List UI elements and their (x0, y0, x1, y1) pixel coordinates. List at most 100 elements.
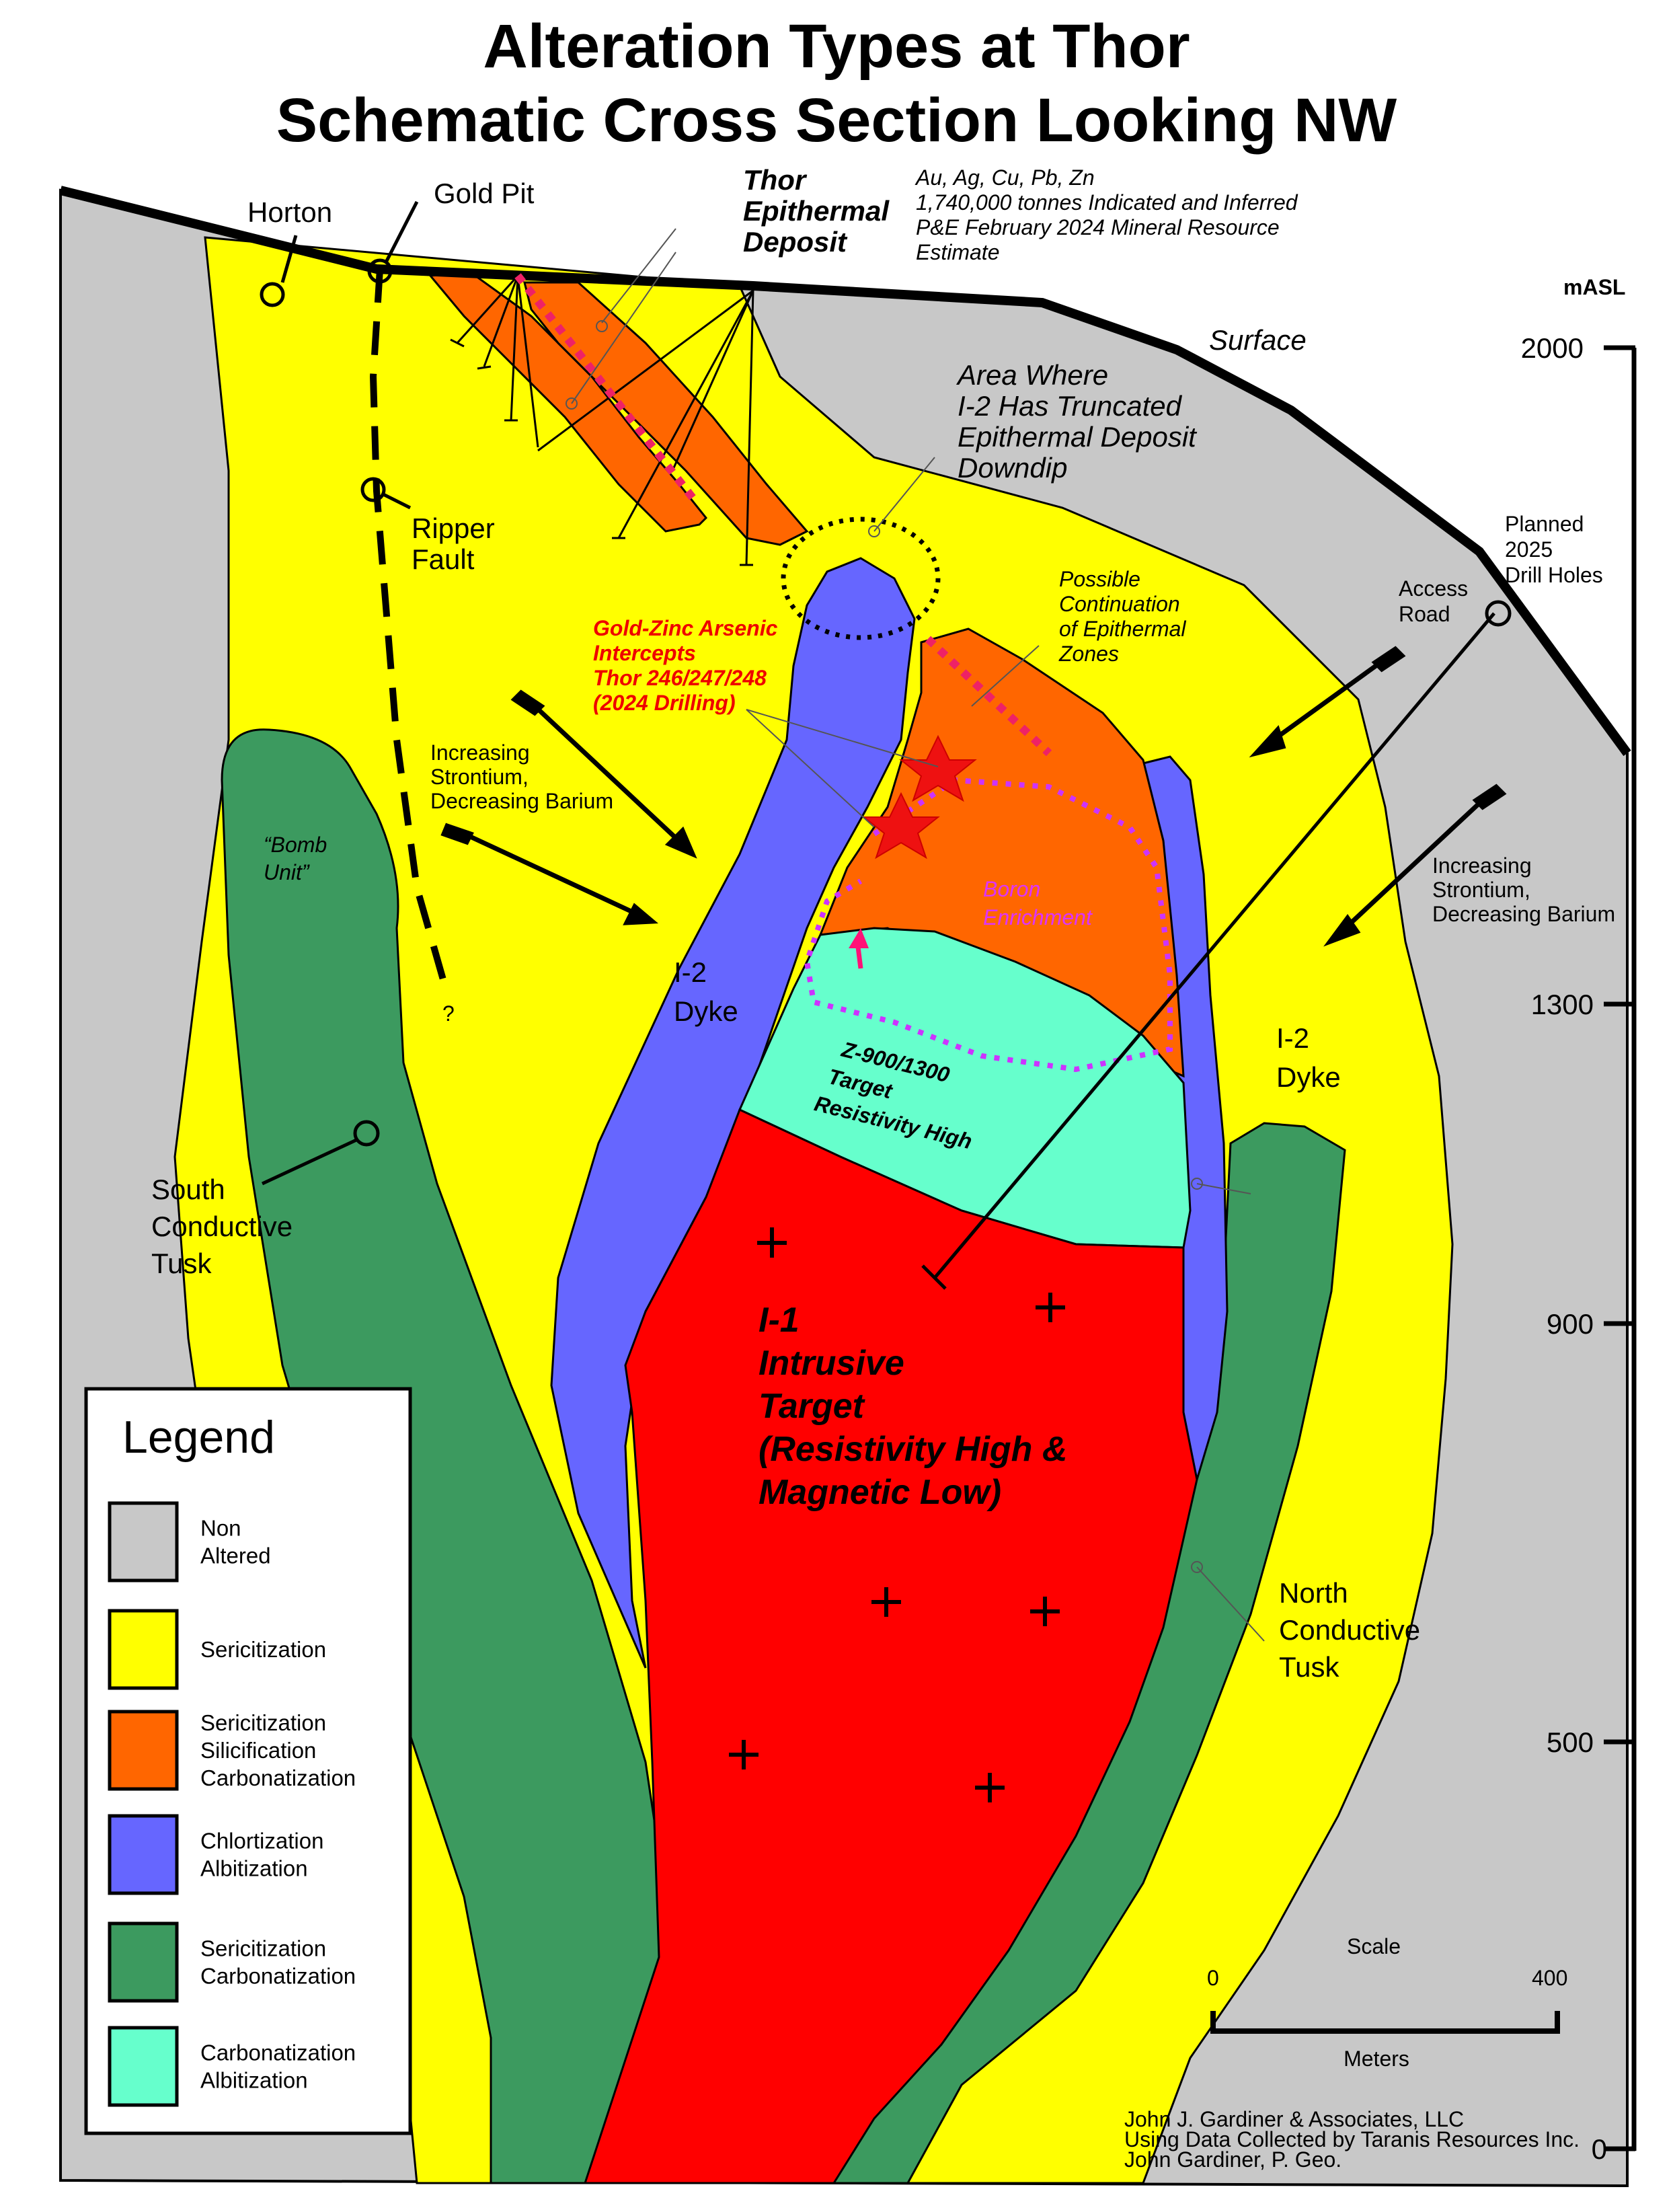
label-gold-zinc-1: Gold-Zinc Arsenic (593, 616, 778, 640)
axis-tick-1300: 1300 (1531, 989, 1594, 1020)
legend-label-4-1: Chlortization (200, 1829, 323, 1854)
credit-line-1: John J. Gardiner & Associates, LLC (1124, 2107, 1464, 2131)
label-gold-pit: Gold Pit (434, 178, 535, 209)
gold-zinc-leaders (746, 709, 939, 828)
label-i1-5: Magnetic Low) (758, 1473, 1001, 1512)
label-thor-1: Thor (743, 164, 808, 196)
label-horton: Horton (247, 196, 332, 228)
legend-label-5-1: Sericitization (200, 1936, 326, 1961)
boron-arrow-head (849, 928, 869, 948)
label-thor-2: Epithermal (743, 195, 890, 227)
epithermal-projection-lines (514, 273, 1052, 757)
label-south-2: Conductive (151, 1211, 293, 1242)
scale-title: Scale (1347, 1934, 1401, 1958)
credit-line-2: Using Data Collected by Taranis Resource… (1124, 2127, 1580, 2151)
label-gold-zinc-2: Intercepts (593, 641, 696, 665)
label-question: ? (442, 1001, 455, 1026)
label-resource-1: Au, Ag, Cu, Pb, Zn (915, 165, 1095, 190)
legend-swatch-5 (108, 1921, 179, 2003)
thin-leaders (566, 228, 1265, 1642)
label-sr-left-1: Increasing (430, 740, 530, 765)
scale-unit: Meters (1344, 2047, 1409, 2071)
label-ripper-1: Ripper (412, 512, 495, 544)
label-sr-left-2: Strontium, (430, 765, 529, 789)
elevation-axis (1604, 345, 1637, 2151)
label-planned-3: Drill Holes (1505, 563, 1603, 587)
intrusive-plus-signs (729, 1227, 1065, 1802)
label-resource-4: Estimate (916, 240, 999, 264)
label-sr-right-2: Strontium, (1432, 878, 1530, 902)
label-access-1: Access (1399, 576, 1468, 601)
label-i1-2: Intrusive (758, 1344, 904, 1383)
label-i1-1: I-1 (758, 1301, 800, 1340)
legend-title: Legend (122, 1412, 275, 1463)
legend-label-2-1: Sericitization (200, 1637, 326, 1662)
label-possible-3: of Epithermal (1059, 617, 1186, 641)
label-i2-right-2: Dyke (1276, 1061, 1341, 1093)
label-area-2: I-2 Has Truncated (958, 390, 1183, 422)
scale-400: 400 (1532, 1966, 1567, 1990)
label-masl: mASL (1563, 275, 1625, 299)
legend-label-1-2: Altered (200, 1543, 271, 1568)
label-south-1: South (151, 1174, 225, 1205)
label-sr-right-1: Increasing (1432, 853, 1532, 878)
credit-line-3: John Gardiner, P. Geo. (1124, 2147, 1341, 2172)
legend-label-3-1: Sericitization (200, 1710, 326, 1735)
label-north-2: Conductive (1279, 1614, 1420, 1646)
axis-tick-0: 0 (1592, 2133, 1607, 2165)
label-possible-4: Zones (1058, 642, 1119, 666)
scale-bar (1210, 2011, 1560, 2034)
legend-label-3-3: Carbonatization (200, 1765, 356, 1790)
legend-label-6-2: Albitization (200, 2068, 308, 2093)
label-bomb-1: “Bomb (264, 833, 327, 857)
label-surface: Surface (1209, 324, 1307, 356)
label-north-1: North (1279, 1577, 1348, 1609)
planned-drill-hole (921, 600, 1512, 1290)
label-resource-3: P&E February 2024 Mineral Resource (916, 215, 1280, 239)
legend-label-1-1: Non (200, 1516, 241, 1541)
label-thor-3: Deposit (743, 226, 848, 258)
legend-label-3-2: Silicification (200, 1738, 316, 1763)
label-i2-right-1: I-2 (1276, 1022, 1309, 1054)
label-area-4: Downdip (958, 452, 1067, 484)
legend-swatch-1 (108, 1501, 179, 1582)
label-boron-1: Boron (983, 877, 1040, 901)
axis-tick-900: 900 (1547, 1308, 1594, 1340)
label-south-3: Tusk (151, 1248, 212, 1279)
label-planned-1: Planned (1505, 512, 1584, 536)
legend-swatch-6 (108, 2026, 179, 2107)
legend-swatches: NonAlteredSericitizationSericitizationSi… (108, 1501, 356, 2107)
boron-enrichment-outline (804, 777, 1173, 1073)
label-resource-2: 1,740,000 tonnes Indicated and Inferred (916, 190, 1298, 215)
i1-intrusive-target (583, 1108, 1198, 2184)
label-gold-zinc-3: Thor 246/247/248 (593, 666, 767, 690)
label-sr-left-3: Decreasing Barium (430, 789, 613, 813)
label-access-2: Road (1399, 602, 1450, 626)
ripper-fault (369, 268, 447, 983)
label-area-3: Epithermal Deposit (958, 421, 1198, 453)
title-line-2: Schematic Cross Section Looking NW (276, 86, 1397, 155)
label-gold-zinc-4: (2024 Drilling) (593, 691, 736, 715)
axis-tick-500: 500 (1547, 1726, 1594, 1758)
truncated-area-ellipse (781, 517, 941, 640)
intercept-star-2 (862, 792, 940, 860)
label-i1-3: Target (758, 1387, 866, 1426)
axis-tick-2000: 2000 (1521, 332, 1584, 364)
legend-label-5-2: Carbonatization (200, 1964, 356, 1989)
label-area-1: Area Where (956, 359, 1108, 391)
epithermal-lens-2 (523, 281, 809, 546)
label-planned-2: 2025 (1505, 537, 1553, 562)
label-sr-right-3: Decreasing Barium (1432, 902, 1615, 926)
label-i2-left-2: Dyke (674, 995, 738, 1027)
legend-swatch-2 (108, 1609, 179, 1690)
label-possible-2: Continuation (1059, 592, 1180, 616)
label-north-3: Tusk (1279, 1651, 1339, 1683)
title-line-1: Alteration Types at Thor (483, 12, 1190, 81)
label-possible-1: Possible (1059, 567, 1140, 591)
legend-label-6-1: Carbonatization (200, 2041, 356, 2065)
label-boron-2: Enrichment (983, 905, 1093, 929)
surface-line (59, 186, 1631, 757)
legend-swatch-4 (108, 1814, 179, 1895)
legend-label-4-2: Albitization (200, 1856, 308, 1881)
